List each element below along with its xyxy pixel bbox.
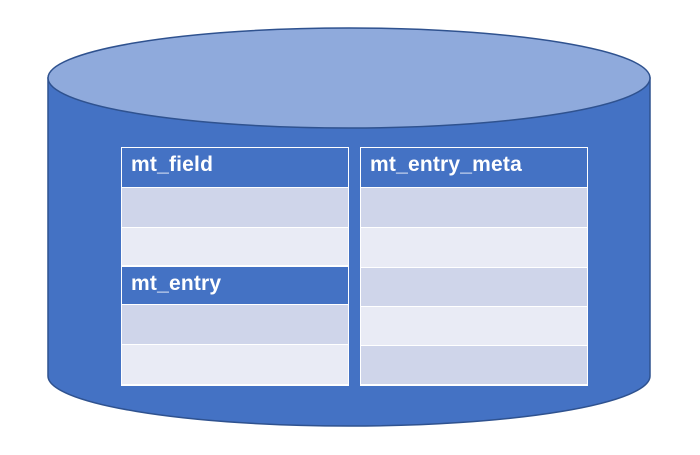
table-row (122, 188, 348, 228)
table-header-mt-field: mt_field (122, 148, 348, 188)
table-row (361, 346, 587, 385)
table-name-mt-field: mt_field (131, 153, 214, 176)
table-row (122, 345, 348, 385)
cylinder-top (47, 27, 651, 129)
table-row (122, 305, 348, 345)
table-row (122, 228, 348, 266)
table-row (361, 188, 587, 228)
table-name-mt-entry: mt_entry (131, 272, 222, 295)
table-header-mt-entry-meta: mt_entry_meta (361, 148, 587, 188)
table-row (361, 228, 587, 268)
table-header-mt-entry: mt_entry (122, 266, 348, 305)
table-mt-entry-meta: mt_entry_meta (360, 147, 588, 386)
table-row (361, 268, 587, 307)
left-tables-panel: mt_field mt_entry (121, 147, 349, 386)
table-row (361, 307, 587, 346)
table-name-mt-entry-meta: mt_entry_meta (370, 153, 522, 176)
